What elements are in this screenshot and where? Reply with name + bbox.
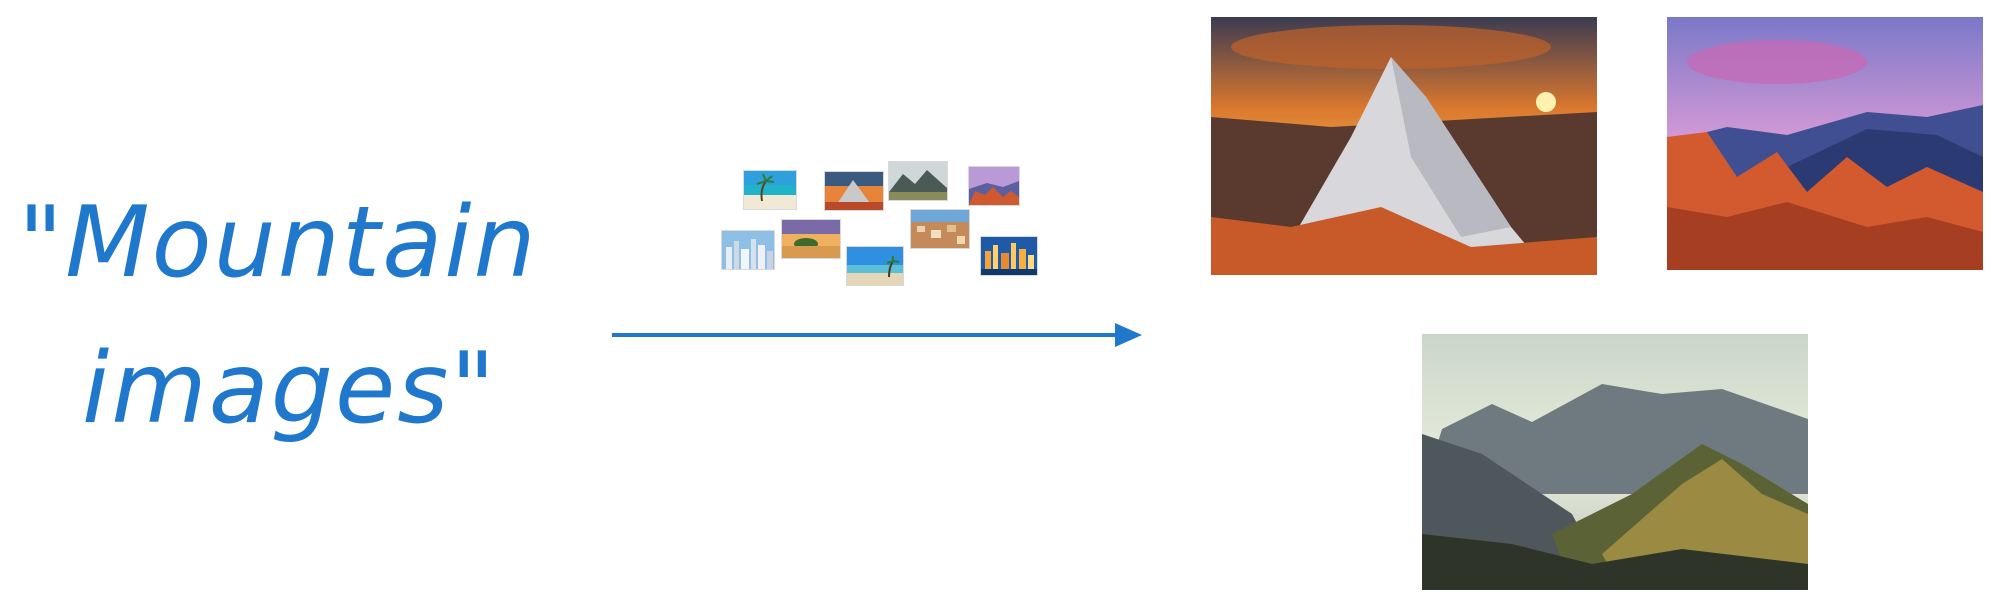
thumbnail-city-night <box>980 236 1038 276</box>
thumbnail-island-sunset <box>781 219 841 259</box>
thumbnail-city-skyline <box>721 230 775 270</box>
query-line-2: images" <box>82 332 498 446</box>
arrow-head <box>1115 323 1142 347</box>
query-text: "Mountain images" <box>18 170 578 462</box>
retrieval-arrow <box>612 323 1142 347</box>
result-image-snowy-peak <box>1211 17 1597 275</box>
thumbnail-mountain-sunset <box>824 171 884 211</box>
result-image-misty-valley <box>1422 334 1808 590</box>
thumbnail-red-rocks <box>968 166 1020 206</box>
thumbnail-city-aerial <box>910 209 970 249</box>
thumbnail-mountain-range <box>888 161 948 201</box>
thumbnail-shoreline <box>846 246 904 286</box>
result-image-red-rocks <box>1667 17 1983 270</box>
thumbnail-beach <box>743 170 797 210</box>
query-line-1: "Mountain <box>18 186 538 300</box>
